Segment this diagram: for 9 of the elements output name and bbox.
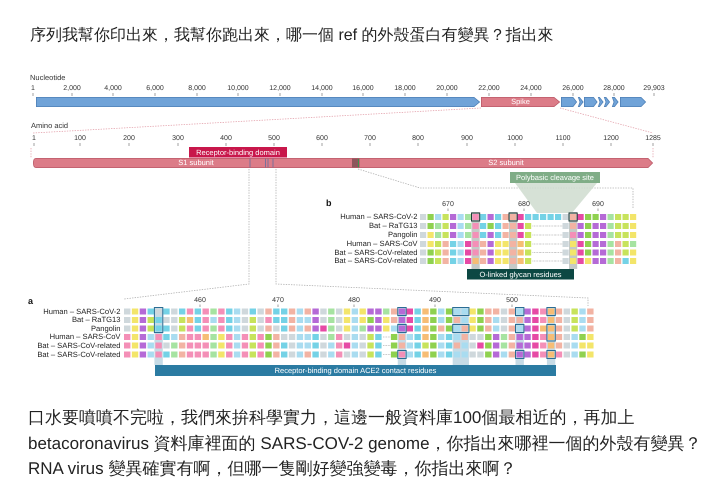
panel-letter: b [326, 198, 332, 208]
caption-paragraph: 口水要噴噴不完啦，我們來拚科學實力，這邊一般資料庫100個最相近的，再加上 betacoronavirus 資料庫裡面的 SARS-COV-2 genome，你指出來哪裡一個的外殼有變異？RNA virus 變異確實有啊，但哪一隻剛好變強變毒，你指出來啊？ [28, 407, 703, 480]
panel-letter: a [28, 296, 34, 306]
gene-segment [36, 97, 480, 107]
gene-segment [612, 97, 618, 107]
title-text: 序列我幫你印出來，我幫你跑出來，哪一個 ref 的外殼蛋白有變異？指出來 [30, 26, 554, 46]
gene-segment [578, 97, 584, 107]
gene-segment [598, 97, 604, 107]
gene-segment [604, 97, 610, 107]
